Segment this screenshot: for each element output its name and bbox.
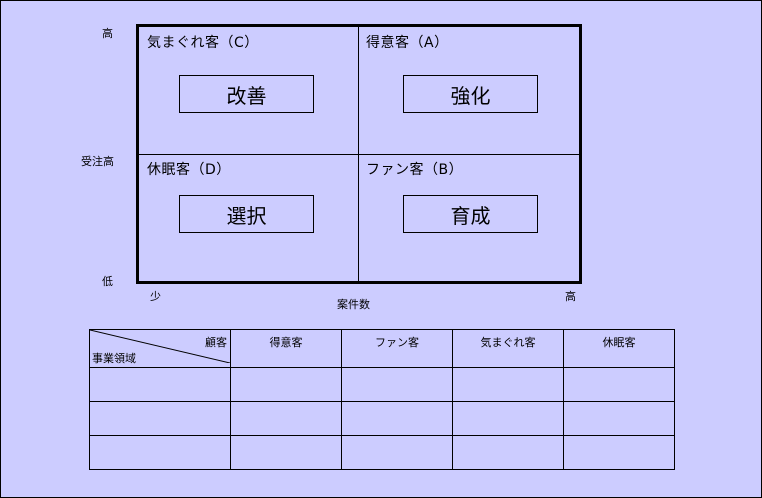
table-row: [89, 401, 675, 436]
quadrant-a-action: 強化: [450, 83, 491, 108]
table-cell: [230, 367, 342, 402]
table-cell: [563, 401, 675, 436]
quadrant-a-action-box: 強化: [403, 75, 538, 113]
corner-bottom-label: 事業領域: [92, 352, 136, 365]
table-row: [89, 367, 675, 402]
x-axis-label: 案件数: [337, 298, 370, 311]
column-header: ファン客: [341, 329, 453, 368]
table-cell: [230, 435, 342, 470]
quadrant-d-action: 選択: [226, 203, 267, 228]
column-header: 休眠客: [563, 329, 675, 368]
matrix-horizontal-divider: [139, 154, 579, 155]
quadrant-c-title: 気まぐれ客（C）: [147, 35, 259, 51]
corner-top-label: 顧客: [205, 336, 227, 349]
customer-domain-table: 顧客 事業領域 得意客 ファン客 気まぐれ客 休眠客: [89, 329, 675, 470]
table-cell: [563, 367, 675, 402]
quadrant-b-action: 育成: [450, 203, 491, 228]
column-header: 得意客: [230, 329, 342, 368]
y-axis-label: 受注高: [81, 155, 114, 168]
table-cell: [341, 367, 453, 402]
customer-matrix: 気まぐれ客（C） 改善 得意客（A） 強化 休眠客（D） 選択 ファン客（B） …: [136, 24, 582, 284]
quadrant-b-action-box: 育成: [403, 195, 538, 233]
table-header-row: 顧客 事業領域 得意客 ファン客 気まぐれ客 休眠客: [89, 329, 675, 368]
x-axis-low-label: 少: [150, 290, 161, 303]
table-corner-cell: 顧客 事業領域: [89, 329, 231, 368]
table-cell: [452, 435, 564, 470]
table-cell: [89, 367, 231, 402]
table-cell: [452, 401, 564, 436]
quadrant-d-action-box: 選択: [179, 195, 314, 233]
quadrant-c-action-box: 改善: [179, 75, 314, 113]
y-axis-low-label: 低: [102, 275, 113, 288]
table-cell: [341, 435, 453, 470]
column-header: 気まぐれ客: [452, 329, 564, 368]
table-cell: [563, 435, 675, 470]
table-cell: [452, 367, 564, 402]
table-row: [89, 435, 675, 470]
table-cell: [89, 401, 231, 436]
quadrant-a-title: 得意客（A）: [366, 35, 449, 51]
corner-diagonal-line: [90, 330, 230, 363]
quadrant-b-title: ファン客（B）: [366, 162, 464, 178]
y-axis-high-label: 高: [102, 27, 113, 40]
quadrant-c-action: 改善: [226, 83, 267, 108]
table-cell: [341, 401, 453, 436]
table-cell: [230, 401, 342, 436]
x-axis-high-label: 高: [565, 290, 576, 303]
quadrant-d-title: 休眠客（D）: [147, 162, 231, 178]
table-cell: [89, 435, 231, 470]
